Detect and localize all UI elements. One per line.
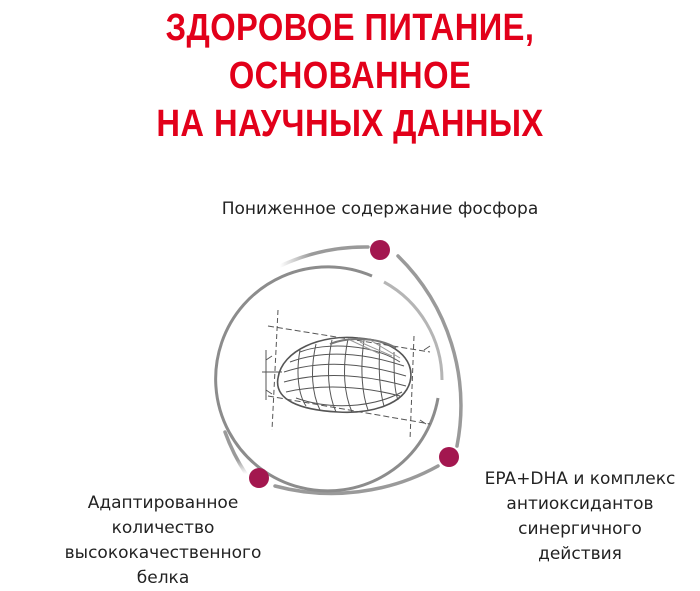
benefit-label-epa-dha-line-2: антиоксидантов (506, 494, 654, 514)
benefit-dot-top (370, 240, 390, 260)
outer-ring-arcs (223, 245, 463, 496)
outer-arc-left (223, 430, 248, 476)
benefit-label-protein: Адаптированное количество высококачестве… (50, 491, 276, 591)
benefit-label-protein-line-3: высококачественного (64, 543, 262, 563)
headline-line-2: НА НАУЧНЫХ ДАННЫХ (156, 103, 544, 145)
outer-arc-top (278, 245, 370, 268)
page-headline: ЗДОРОВОЕ ПИТАНИЕ, ОСНОВАННОЕ НА НАУЧНЫХ … (49, 4, 651, 148)
headline-line-1: ЗДОРОВОЕ ПИТАНИЕ, ОСНОВАННОЕ (165, 7, 535, 97)
outer-arc-bottom-right (273, 464, 440, 496)
outer-arc-right (396, 254, 463, 448)
benefit-label-protein-line-4: белка (136, 568, 190, 588)
benefit-label-epa-dha: EPA+DHA и комплекс антиоксидантов синерг… (462, 467, 698, 567)
benefit-label-epa-dha-line-3: синергичного (518, 519, 642, 539)
kibble-sketch (262, 309, 431, 441)
benefit-label-protein-line-1: Адаптированное (87, 493, 239, 513)
inner-ring (214, 265, 444, 493)
benefit-dot-right (439, 447, 459, 467)
benefit-dot-left (249, 468, 269, 488)
benefit-label-phosphorus: Пониженное содержание фосфора (221, 199, 539, 219)
benefit-label-protein-line-2: количество (111, 518, 215, 538)
benefit-label-epa-dha-line-1: EPA+DHA и комплекс (484, 469, 676, 489)
benefit-label-epa-dha-line-4: действия (538, 544, 622, 564)
